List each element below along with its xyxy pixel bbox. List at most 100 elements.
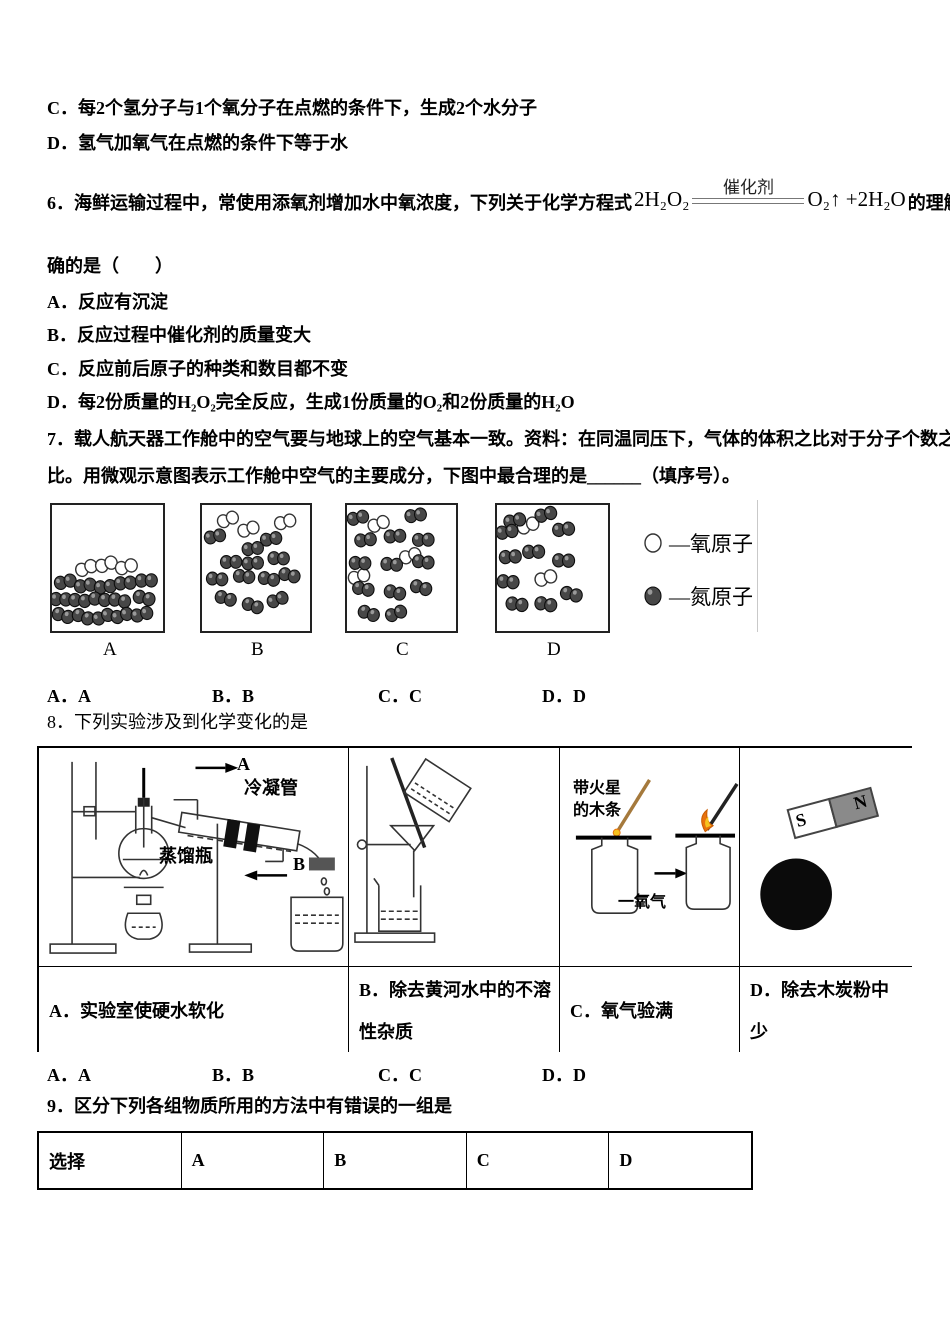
q8-caption-b: B．除去黄河水中的不溶 性杂质 bbox=[349, 967, 560, 1052]
nitrogen-molecule bbox=[497, 574, 520, 590]
q9-header-b: B bbox=[324, 1133, 467, 1188]
molecule-box-c bbox=[345, 503, 458, 633]
oxygen-molecule bbox=[273, 513, 297, 531]
q8-caption-b-line1: B．除去黄河水中的不溶 bbox=[359, 980, 552, 1000]
molecule-diagram-a bbox=[52, 555, 158, 626]
q7-answer-d: D．D bbox=[542, 686, 586, 706]
oxygen-molecule bbox=[237, 520, 260, 538]
nitrogen-molecule bbox=[52, 591, 73, 607]
q8-cell-distillation: A 冷凝管 蒸馏瓶 B bbox=[39, 748, 349, 967]
equation-product: O₂↑ +2H₂O bbox=[807, 187, 906, 211]
question-6-stem: 6．海鲜运输过程中，常使用添氧剂增加水中氧浓度，下列关于化学方程式 2H₂O₂ … bbox=[47, 160, 950, 214]
q9-choice-table: 选择 A B C D bbox=[37, 1131, 753, 1190]
nitrogen-molecule bbox=[559, 585, 583, 603]
magnet-charcoal-diagram bbox=[760, 786, 880, 931]
oxygen-test-diagram bbox=[575, 779, 739, 914]
nitrogen-molecule bbox=[534, 596, 558, 613]
q7-answer-a: A．A bbox=[47, 686, 91, 706]
charcoal-powder-pile bbox=[760, 858, 832, 931]
nitrogen-molecule bbox=[411, 532, 435, 547]
nitrogen-molecule bbox=[534, 505, 558, 523]
equation-reactant: 2H₂O₂ bbox=[634, 187, 690, 211]
oxygen-molecule bbox=[516, 516, 540, 535]
nitrogen-molecule bbox=[522, 544, 546, 560]
equation-condition: 催化剂 bbox=[692, 178, 805, 212]
q8-answer-b: B．B bbox=[212, 1065, 255, 1085]
nitrogen-molecule bbox=[357, 604, 380, 623]
q8-answer-d: D．D bbox=[542, 1065, 586, 1085]
oxygen-molecule bbox=[216, 510, 240, 529]
q8-experiment-table: A 冷凝管 蒸馏瓶 B bbox=[37, 746, 912, 1052]
q8-cell-magnet: S N bbox=[740, 748, 912, 967]
nitrogen-molecule bbox=[132, 589, 156, 607]
oxygen-molecule bbox=[534, 569, 558, 587]
box-label-b: B bbox=[251, 639, 265, 660]
q8-answer-c: C．C bbox=[378, 1065, 422, 1085]
option-d-prev: D．氢气加氧气在点燃的条件下等于水 bbox=[47, 133, 348, 153]
arrow-a-icon bbox=[225, 762, 239, 773]
nitrogen-molecule bbox=[259, 531, 283, 547]
nitrogen-molecule bbox=[205, 571, 229, 587]
nitrogen-molecule bbox=[241, 597, 264, 615]
q8-caption-a-text: A．实验室使硬水软化 bbox=[49, 1000, 224, 1021]
q9-stem: 9．区分下列各组物质所用的方法中有错误的一组是 bbox=[47, 1096, 452, 1116]
nitrogen-molecule bbox=[241, 555, 264, 571]
q7-stem-line1: 7．载人航天器工作舱中的空气要与地球上的空气基本一致。资料：在同温同压下，气体的… bbox=[47, 429, 950, 449]
q6-option-c: C．反应前后原子的种类和数目都不变 bbox=[47, 359, 348, 379]
nitrogen-atom-icon bbox=[644, 586, 662, 606]
box-label-a: A bbox=[103, 639, 118, 660]
q8-caption-b-text: B．除去黄河水中的不溶 性杂质 bbox=[349, 967, 559, 1052]
molecule-box-d bbox=[495, 503, 610, 633]
label-glowing-splint-2: 的木条 bbox=[573, 802, 622, 819]
q8-caption-a: A．实验室使硬水软化 bbox=[39, 967, 349, 1052]
q6-option-a: A．反应有沉淀 bbox=[47, 292, 168, 312]
nitrogen-molecule bbox=[267, 551, 290, 566]
oxygen-molecule bbox=[114, 558, 138, 576]
q8-caption-b-line2: 性杂质 bbox=[359, 1022, 413, 1042]
nitrogen-molecule bbox=[505, 596, 529, 613]
molecule-diagram-b bbox=[203, 510, 301, 615]
label-arrow-b: B bbox=[293, 854, 306, 874]
nitrogen-molecule bbox=[108, 592, 132, 609]
nitrogen-molecule bbox=[383, 584, 407, 601]
nitrogen-molecule bbox=[380, 556, 404, 572]
nitrogen-molecule bbox=[130, 605, 154, 623]
q6-stem-after: 的理解正 bbox=[907, 193, 950, 213]
bar-magnet bbox=[786, 786, 880, 840]
nitrogen-molecule bbox=[384, 604, 408, 623]
nitrogen-molecule bbox=[219, 554, 243, 570]
q7-stem-line2-start: 比。用微观示意图表示工作舱中空气的主要成分，下图中最合理的是 bbox=[47, 466, 587, 486]
oxygen-molecule bbox=[74, 558, 98, 578]
distillation-apparatus-diagram bbox=[49, 761, 344, 954]
q8-caption-d-text: D．除去木炭粉中少 量铁粉 bbox=[740, 967, 912, 1052]
q9-header-c: C bbox=[466, 1133, 610, 1188]
q8-answer-a: A．A bbox=[47, 1065, 91, 1085]
molecule-box-b bbox=[200, 503, 312, 633]
filtration-apparatus-diagram bbox=[354, 757, 472, 943]
q8-stem: 8．下列实验涉及到化学变化的是 bbox=[47, 712, 308, 732]
label-condenser: 冷凝管 bbox=[244, 778, 298, 798]
chemical-equation: 2H₂O₂ 催化剂 O₂↑ +2H₂O bbox=[634, 178, 906, 212]
nitrogen-molecule bbox=[278, 567, 301, 584]
q6-option-d: D．每2份质量的H₂O₂完全反应，生成1份质量的O₂和2份质量的H₂O bbox=[47, 392, 575, 412]
q8-caption-c: C．氧气验满 bbox=[560, 967, 740, 1052]
q6-option-b: B．反应过程中催化剂的质量变大 bbox=[47, 325, 312, 345]
nitrogen-molecule bbox=[352, 580, 375, 597]
q8-cell-filtration bbox=[349, 748, 560, 967]
nitrogen-molecule bbox=[214, 590, 237, 607]
nitrogen-molecule bbox=[498, 549, 522, 565]
option-c-prev: C．每2个氢分子与1个氧分子在点燃的条件下，生成2个水分子 bbox=[47, 98, 537, 118]
legend-nitrogen-label: —氮原子 bbox=[669, 585, 753, 609]
nitrogen-molecule bbox=[110, 606, 134, 625]
q8-caption-c-text: C．氧气验满 bbox=[570, 1000, 673, 1021]
condenser-tube bbox=[177, 811, 301, 853]
nitrogen-molecule bbox=[409, 579, 433, 597]
nitrogen-molecule bbox=[552, 553, 576, 568]
arrow-right-icon bbox=[675, 868, 688, 879]
q7-stem-line2: 比。用微观示意图表示工作舱中空气的主要成分，下图中最合理的是______（填序号… bbox=[47, 465, 740, 488]
nitrogen-molecule bbox=[266, 590, 289, 609]
nitrogen-molecule bbox=[383, 528, 407, 544]
q7-answer-c: C．C bbox=[378, 686, 422, 706]
legend-oxygen-label: —氧原子 bbox=[669, 532, 753, 556]
q8-cell-oxygen-test: 带火星 的木条 一氧气 bbox=[560, 748, 740, 967]
